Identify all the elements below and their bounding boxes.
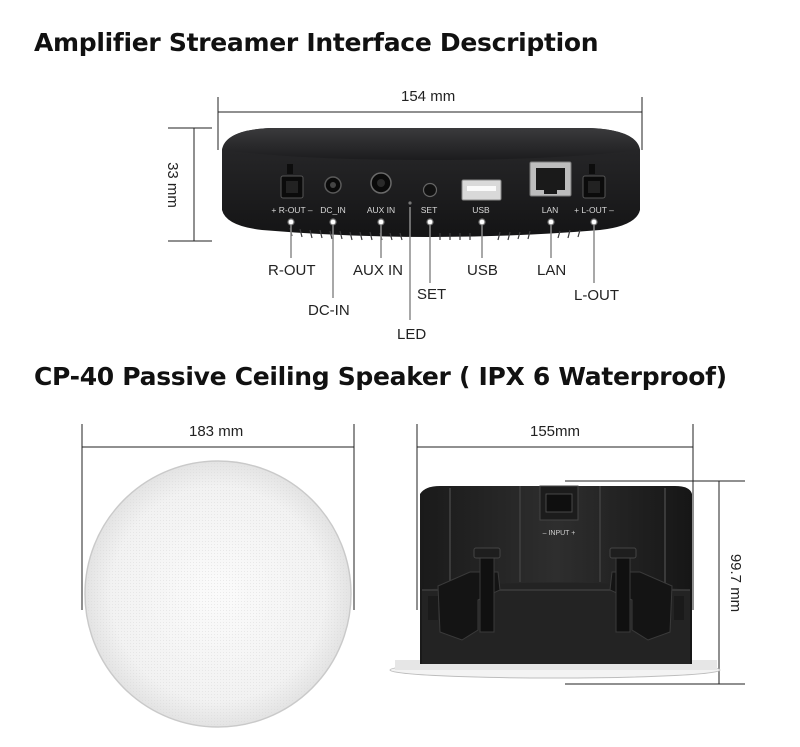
amp-width-label: 154 mm <box>401 88 456 105</box>
panel-label-rout: + R-OUT – <box>271 205 312 215</box>
body-height-dimension <box>565 480 745 685</box>
speaker-grille <box>84 460 352 728</box>
panel-labels: + R-OUT – DC_IN AUX IN SET USB LAN + L-O… <box>271 205 614 215</box>
amp-height-dimension <box>168 127 212 242</box>
grille-width-label: 183 mm <box>189 423 244 440</box>
input-terminal-label: – INPUT + <box>543 530 576 537</box>
callout-dcin: DC-IN <box>308 302 350 319</box>
panel-label-dcin: DC_IN <box>320 205 346 215</box>
section-title-speaker: CP-40 Passive Ceiling Speaker ( IPX 6 Wa… <box>34 362 727 391</box>
body-width-label: 155mm <box>530 423 581 440</box>
callout-auxin: AUX IN <box>353 262 404 279</box>
speaker-side-view <box>389 485 721 679</box>
callout-lout: L-OUT <box>574 287 619 304</box>
panel-label-lout: + L-OUT – <box>574 205 614 215</box>
panel-label-auxin: AUX IN <box>367 205 395 215</box>
panel-label-lan: LAN <box>542 205 559 215</box>
callout-led: LED <box>397 326 427 343</box>
callout-usb: USB <box>467 262 498 279</box>
grille-width-dimension <box>81 424 355 610</box>
panel-label-usb: USB <box>472 205 490 215</box>
section-title-amplifier: Amplifier Streamer Interface Description <box>34 28 599 57</box>
amplifier-device <box>222 128 640 241</box>
body-height-label: 99.7 mm <box>727 554 744 612</box>
callout-lan: LAN <box>537 262 567 279</box>
panel-label-set: SET <box>421 205 438 215</box>
amp-height-label: 33 mm <box>164 162 181 208</box>
callout-set: SET <box>417 286 447 303</box>
body-width-dimension <box>416 424 694 610</box>
callout-rout: R-OUT <box>268 262 316 279</box>
amp-width-dimension <box>217 97 643 150</box>
